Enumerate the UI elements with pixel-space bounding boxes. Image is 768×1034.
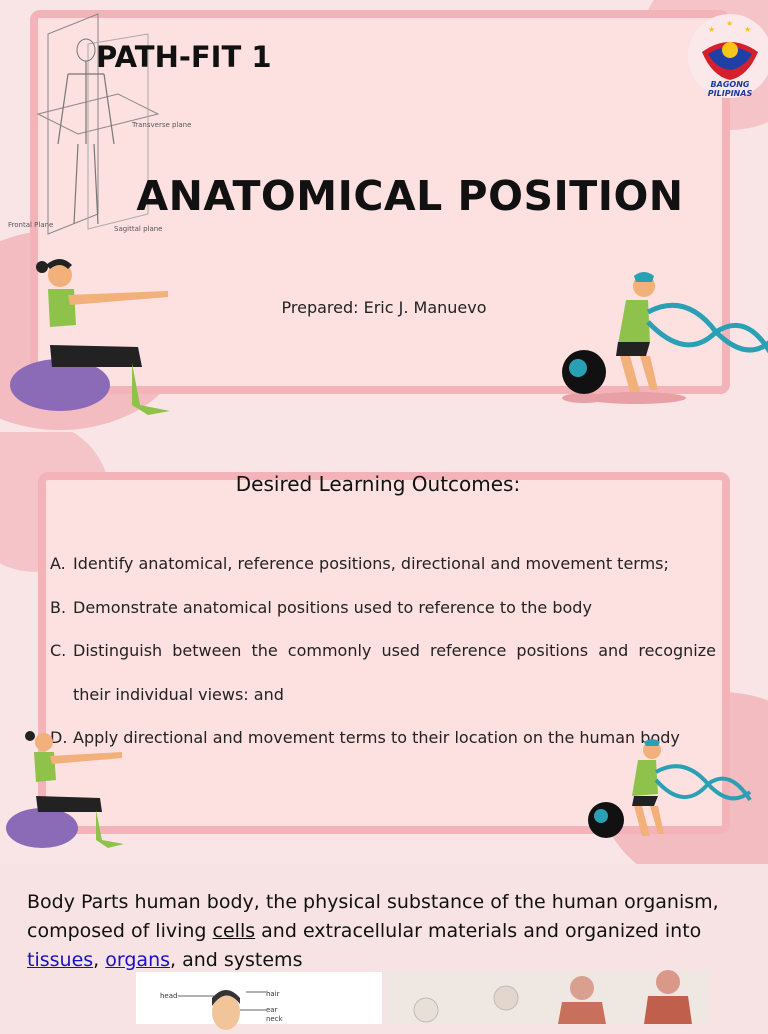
tissues-link[interactable]: tissues: [27, 949, 94, 971]
outcomes-list: A. Identify anatomical, reference positi…: [50, 542, 716, 760]
paragraph-text: , and systems: [170, 949, 303, 971]
organs-link[interactable]: organs: [105, 949, 171, 971]
learning-outcomes-slide: Desired Learning Outcomes: A. Identify a…: [0, 432, 768, 864]
outcome-item: D. Apply directional and movement terms …: [50, 716, 716, 760]
outcomes-heading: Desired Learning Outcomes:: [235, 472, 521, 496]
woman-exercise-ball-illustration: [6, 731, 124, 848]
svg-text:★: ★: [744, 25, 751, 34]
outcomes-frame: [38, 472, 730, 834]
leader-line: [178, 995, 214, 997]
frontal-plane-label: Frontal Plane: [8, 221, 54, 229]
prepared-by: Prepared: Eric J. Manuevo: [281, 298, 487, 317]
outcome-letter: B.: [50, 597, 67, 617]
ear-label: ear: [266, 1006, 278, 1014]
title-frame: [30, 10, 730, 394]
anatomical-planes-diagram: [36, 13, 160, 235]
cells-link[interactable]: cells: [212, 920, 256, 942]
neck-label: neck: [266, 1015, 283, 1023]
man-battle-ropes-illustration: [562, 272, 768, 404]
outcome-item: A. Identify anatomical, reference positi…: [50, 542, 716, 586]
paragraph-text: Body Parts human body, the physical subs…: [27, 891, 719, 942]
body-parts-paragraph: Body Parts human body, the physical subs…: [27, 888, 768, 975]
outcome-item: B. Demonstrate anatomical positions used…: [50, 586, 716, 630]
outcome-letter: A.: [50, 554, 66, 573]
outcome-letter: D.: [50, 728, 68, 747]
title-slide: Transverse plane Frontal Plane Sagittal …: [0, 0, 768, 432]
outcome-text: Identify anatomical, reference positions…: [73, 554, 669, 573]
svg-text:★: ★: [726, 19, 733, 28]
outcome-item: C. Distinguish between the commonly used…: [50, 629, 716, 716]
woman-exercise-ball-illustration: [10, 259, 170, 415]
outcome-text: Distinguish between the commonly used re…: [73, 641, 716, 704]
outcome-text: Apply directional and movement terms to …: [73, 728, 680, 747]
bagong-pilipinas-logo: ★ ★ ★: [688, 14, 768, 98]
svg-text:★: ★: [708, 25, 715, 34]
logo-caption: BAGONG PILIPINAS: [707, 80, 753, 98]
transverse-plane-label: Transverse plane: [132, 121, 192, 129]
anatomy-figures-thumbnail: [386, 970, 710, 1024]
head-label: head: [160, 992, 178, 1000]
paragraph-text: ,: [93, 949, 106, 971]
slide-title: ANATOMICAL POSITION: [136, 172, 684, 220]
head-diagram-thumbnail: head hair ear neck: [136, 972, 382, 1030]
outcome-text: Demonstrate anatomical positions used to…: [73, 597, 592, 617]
head-illustration: [212, 990, 266, 1030]
course-title: PATH-FIT 1: [96, 40, 272, 74]
hair-label: hair: [266, 990, 280, 998]
sagittal-plane-label: Sagittal plane: [114, 225, 163, 233]
anatomy-figures-illustration: [413, 970, 692, 1024]
man-battle-ropes-illustration: [588, 739, 752, 838]
outcome-letter: C.: [50, 641, 67, 660]
paragraph-text: and extracellular materials and organize…: [255, 920, 702, 942]
